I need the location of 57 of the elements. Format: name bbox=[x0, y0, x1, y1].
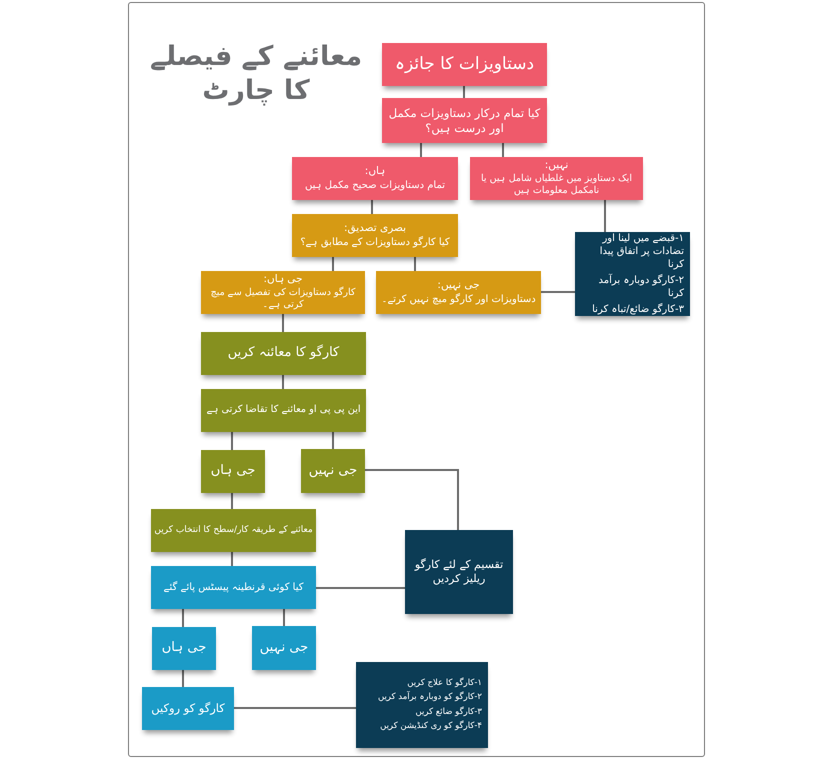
process-box: کارگو کا معائنہ کریں bbox=[201, 332, 366, 375]
option-box: جی ہاں bbox=[152, 627, 216, 670]
outcome-box bbox=[376, 271, 541, 314]
box-text: ایک دستاویز میں غلطیاں شامل ہیں یا نامکمل معلومات ہیں bbox=[480, 172, 633, 198]
outcome-box bbox=[292, 157, 458, 200]
connector-line bbox=[231, 432, 233, 450]
connector-line bbox=[231, 493, 233, 509]
box-text: تمام دستاویزات صحیح مکمل ہیں bbox=[304, 178, 446, 192]
connector-line bbox=[502, 143, 504, 157]
process-box: کارگو کو روکیں bbox=[142, 687, 234, 730]
process-box: معائنے کے طریقہ کار/سطح کا انتخاب کریں bbox=[151, 509, 316, 552]
list-item: ۴-کارگو کو ری کنڈیشن کریں bbox=[379, 720, 482, 732]
outcome-box bbox=[470, 157, 643, 200]
connector-line bbox=[332, 432, 334, 449]
outcome-box bbox=[201, 271, 365, 314]
box-text: کیا کارگو دستاویزات کے مطابق ہے؟ bbox=[300, 236, 450, 249]
box-heading: جی ہاں: bbox=[263, 273, 303, 287]
action-box bbox=[356, 662, 488, 748]
connector-line bbox=[231, 552, 233, 566]
box-heading: ہاں: bbox=[364, 165, 386, 179]
connector-line bbox=[282, 375, 284, 389]
list-item: ۳-کارگو ضائع/تباہ کرنا bbox=[591, 303, 684, 316]
connector-line bbox=[604, 200, 606, 232]
list-item: ۱-قبضے میں لینا اور تضادات پر اتفاق پیدا کرنا bbox=[598, 232, 684, 271]
box-heading: نہیں: bbox=[544, 159, 568, 173]
connector-line bbox=[234, 707, 356, 709]
connector-line bbox=[282, 314, 284, 332]
connector-line bbox=[541, 291, 575, 293]
box-heading: جی نہیں: bbox=[437, 279, 480, 293]
list-item: ۱-کارگو کا علاج کریں bbox=[406, 678, 482, 690]
question-box: کیا کوئی قرنطینہ پیسٹس پائے گئے bbox=[151, 566, 316, 609]
option-box: جی نہیں bbox=[301, 449, 365, 493]
option-box: جی ہاں bbox=[201, 450, 265, 493]
connector-line bbox=[414, 257, 416, 271]
question-box bbox=[292, 214, 458, 257]
connector-line bbox=[371, 200, 373, 214]
process-box: دستاویزات کا جائزہ bbox=[382, 43, 547, 86]
connector-line bbox=[182, 670, 184, 687]
connector-line bbox=[463, 86, 465, 98]
box-text: دستاویزات اور کارگو میچ نہیں کرتے۔ bbox=[381, 292, 536, 306]
action-box: تقسیم کے لئے کارگو ریلیز کردیں bbox=[405, 530, 513, 614]
box-text: کارگو دستاویزات کی تفصیل سے میچ کرتی ہے۔ bbox=[210, 286, 356, 312]
list-item: ۲-کارگو کو دوبارہ برآمد کریں bbox=[376, 692, 482, 704]
question-box: کیا تمام درکار دستاویزات مکمل اور درست ہیں؟ bbox=[382, 98, 547, 143]
box-heading: بصری تصدیق: bbox=[344, 222, 406, 236]
title-text: معائنے کے فیصلے کا چارٹ bbox=[148, 40, 364, 108]
connector-line bbox=[332, 257, 334, 271]
connector-line bbox=[316, 587, 405, 589]
connector-line bbox=[283, 609, 285, 626]
option-box: جی نہیں bbox=[252, 626, 316, 670]
question-box: این پی پی او معائنے کا تقاضا کرتی ہے bbox=[201, 389, 366, 432]
list-item: ۲-کارگو دوبارہ برآمد کرنا bbox=[597, 274, 684, 300]
action-box bbox=[575, 232, 690, 316]
connector-line bbox=[365, 469, 459, 530]
connector-line bbox=[182, 609, 184, 627]
connector-line bbox=[420, 143, 422, 157]
list-item: ۳-کارگو ضائع کریں bbox=[414, 706, 482, 718]
